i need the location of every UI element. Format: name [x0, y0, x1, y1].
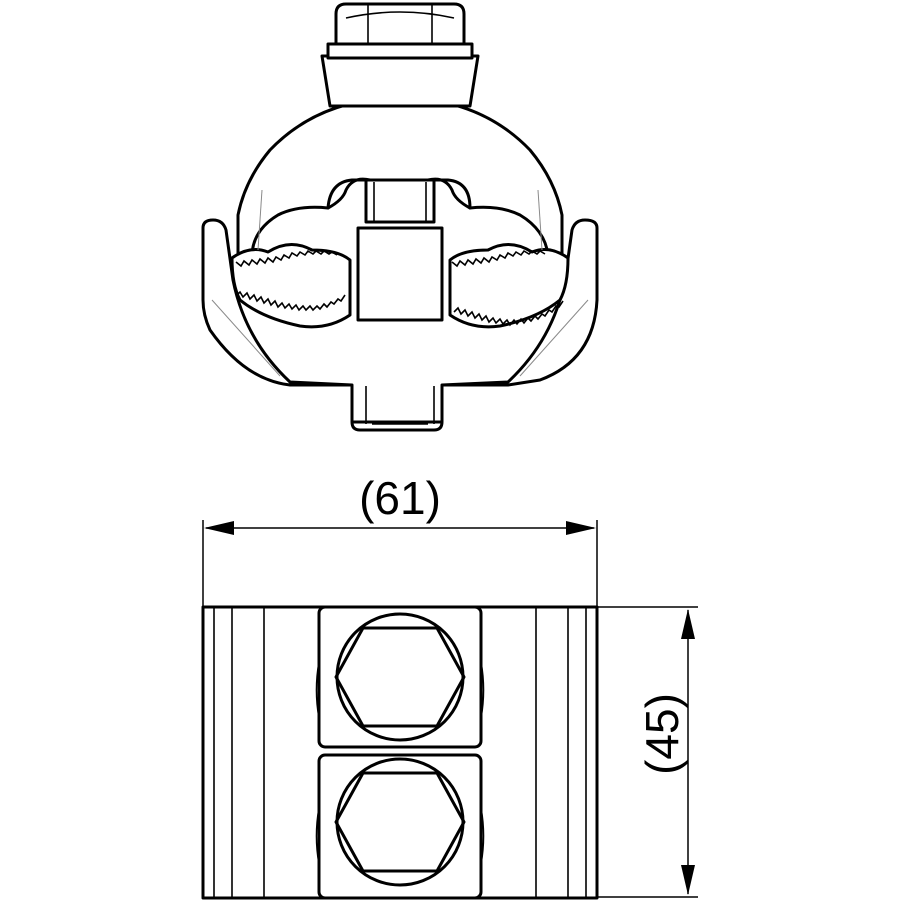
height-dimension-label: (45): [636, 693, 688, 775]
bolt-wedge: [320, 54, 480, 108]
top-view-clamp: [201, 605, 599, 900]
left-serrated-groove: [230, 243, 352, 329]
center-divider: [356, 226, 444, 322]
lower-hex-nut: [334, 771, 466, 873]
height-arrow-top: [681, 609, 695, 639]
width-arrow-right: [566, 521, 596, 535]
hex-nut-front: [334, 2, 466, 46]
front-view-clamp: [201, 2, 599, 432]
lower-bolt-block: [317, 753, 483, 900]
left-teeth: [235, 290, 346, 312]
height-dimension: (45): [598, 606, 698, 898]
center-slot: [364, 178, 436, 224]
right-serrated-groove: [448, 243, 570, 329]
washer: [326, 42, 474, 60]
right-teeth: [453, 300, 564, 327]
width-arrow-left: [204, 521, 234, 535]
height-arrow-bottom: [681, 865, 695, 895]
upper-hex-nut: [334, 626, 466, 728]
width-dimension-label: (61): [359, 472, 441, 524]
upper-bolt-block: [317, 605, 483, 749]
width-dimension: (61): [202, 472, 598, 608]
